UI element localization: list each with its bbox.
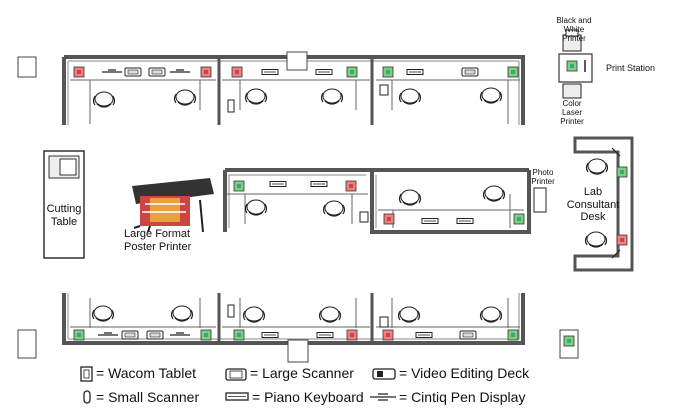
print-station <box>558 29 593 99</box>
color-laser-label-line: Color Laser <box>561 99 582 118</box>
large-format-label: Large Format Poster Printer <box>124 228 191 253</box>
legend-icons <box>80 366 396 404</box>
bw-printer-label-line: White Printer <box>562 25 586 44</box>
empty-station-square <box>17 56 37 78</box>
legend-piano-keyboard: = Piano Keyboard <box>252 389 364 405</box>
legend-video-editing-deck: = Video Editing Deck <box>399 365 530 381</box>
legend-small-scanner: = Small Scanner <box>96 389 200 405</box>
color-laser-label: Color Laser Printer <box>552 99 592 127</box>
cintiq-pen-display-icon <box>370 393 396 401</box>
legend-large-scanner: = Large Scanner <box>250 365 354 381</box>
legend-cintiq-pen-display: = Cintiq Pen Display <box>399 389 526 405</box>
lab-consultant-desk <box>573 136 634 272</box>
middle-row-desks <box>223 168 547 234</box>
lab-desk-label-line: Desk <box>580 211 606 224</box>
photo-printer-label-line: Photo <box>532 168 554 177</box>
lab-desk-label-line: Consultant <box>566 198 620 211</box>
large-format-label-line: Poster Printer <box>124 240 192 253</box>
large-format-printer <box>132 178 214 233</box>
top-row-desks <box>62 51 525 125</box>
bw-printer-label: Black and White Printer <box>554 16 594 44</box>
large-format-label-line: Large Format <box>124 228 191 240</box>
print-station-label: Print Station <box>606 63 656 73</box>
lab-desk-label: Lab Consultant Desk <box>566 186 620 224</box>
cutting-table <box>43 150 85 259</box>
cutting-table-label-line: Cutting <box>46 203 82 215</box>
photo-printer-label: Photo Printer <box>530 168 556 186</box>
bw-printer-label-line: Black and <box>556 16 592 25</box>
color-laser-label-line: Printer <box>560 117 584 127</box>
bottom-row-desks <box>62 293 525 363</box>
lab-desk-label-line: Lab <box>583 186 603 198</box>
cutting-table-label: Cutting Table <box>42 203 86 228</box>
photo-printer-label-line: Printer <box>531 177 555 187</box>
empty-station-square <box>17 329 37 359</box>
legend-wacom-tablet: = Wacom Tablet <box>96 365 196 381</box>
cutting-table-label-line: Table <box>50 215 78 228</box>
video-editing-deck-icon <box>372 368 396 380</box>
small-scanner-icon <box>83 390 91 404</box>
